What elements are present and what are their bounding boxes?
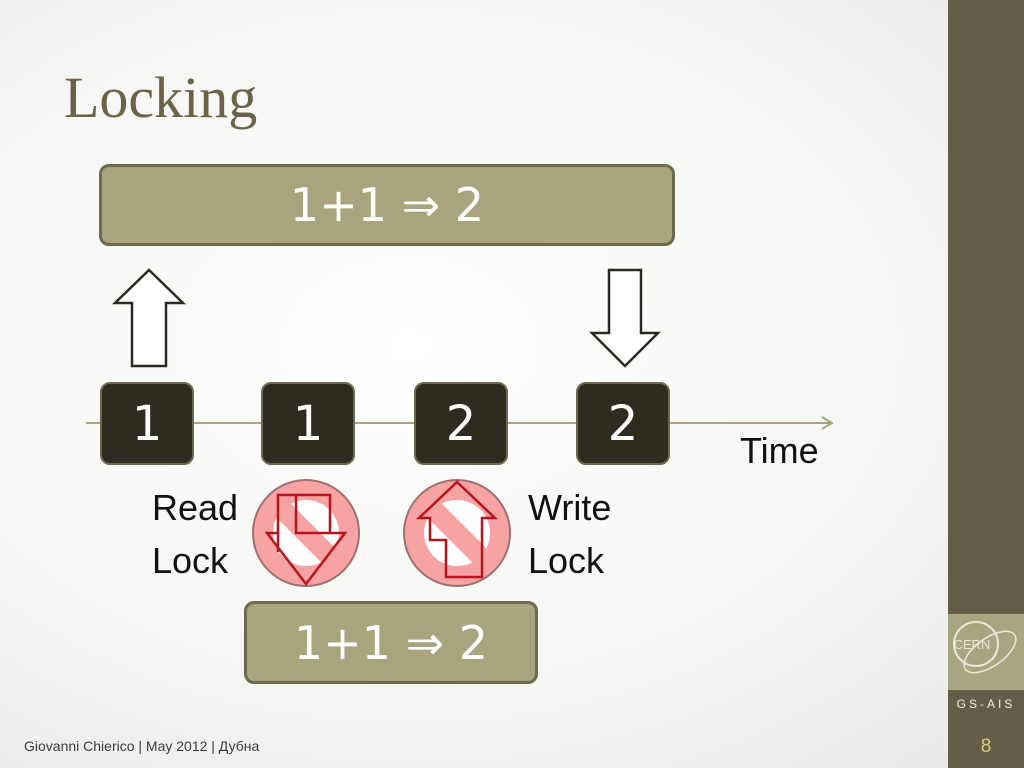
read-lock-label: Read Lock (152, 481, 238, 587)
footer-text: Giovanni Chierico | May 2012 | Дубна (24, 738, 260, 754)
write-lock-label: Write Lock (528, 481, 611, 587)
read-lock-label-line2: Lock (152, 540, 229, 581)
formula-bottom-text: 1+1 ⇒ 2 (293, 615, 489, 670)
version-box-1: 1 (100, 382, 194, 465)
version-box-value: 2 (607, 395, 639, 452)
cern-logo: CERN (948, 614, 1024, 690)
version-box-value: 2 (445, 395, 477, 452)
time-axis-arrowhead (821, 416, 834, 430)
write-lock-prohibition-icon (403, 479, 511, 587)
cern-logo-text: CERN (954, 637, 991, 652)
page-number: 8 (980, 736, 992, 757)
read-lock-prohibition-icon (252, 479, 360, 587)
slide-title: Locking (64, 65, 258, 130)
formula-box-top: 1+1 ⇒ 2 (99, 164, 675, 246)
formula-box-bottom: 1+1 ⇒ 2 (244, 601, 538, 684)
version-box-value: 1 (292, 395, 324, 452)
version-box-value: 1 (131, 395, 163, 452)
version-box-3: 2 (414, 382, 508, 465)
diagram-graphics (86, 268, 834, 587)
arrow-up-icon (111, 268, 187, 368)
version-box-4: 2 (576, 382, 670, 465)
read-lock-label-line1: Read (152, 487, 239, 528)
cern-logo-icon: CERN (953, 621, 1017, 674)
arrow-down-icon (588, 268, 662, 368)
write-lock-label-line1: Write (528, 487, 612, 528)
version-box-2: 1 (261, 382, 355, 465)
time-label: Time (740, 430, 819, 471)
formula-top-text: 1+1 ⇒ 2 (289, 178, 485, 232)
logo-caption: GS-AIS (956, 697, 1016, 711)
write-lock-label-line2: Lock (528, 540, 605, 581)
